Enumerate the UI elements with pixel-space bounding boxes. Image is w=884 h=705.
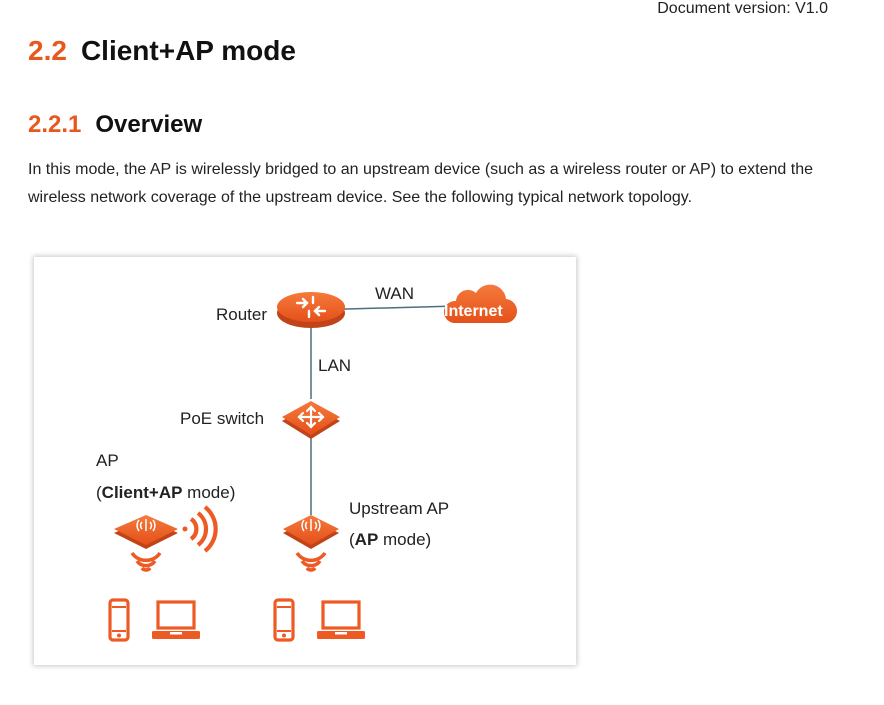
network-topology-diagram: Router WAN Internet LAN PoE switch AP (C… [96, 284, 518, 642]
client-ap-label: AP [96, 451, 119, 470]
upstream-laptop-icon [315, 600, 367, 641]
internet-cloud-icon [443, 284, 518, 324]
client-laptop-icon [150, 600, 202, 641]
section-title: Client+AP mode [80, 35, 296, 66]
upstream-phone-icon [273, 598, 295, 642]
upstream-ap-coverage-wireless-icon [295, 551, 327, 572]
client-phone-icon [108, 598, 130, 642]
poe-switch-icon [282, 401, 340, 439]
wan-label: WAN [375, 284, 414, 303]
subsection-number: 2.2.1 [28, 111, 82, 138]
upstream-ap-label: Upstream AP [349, 499, 449, 518]
upstream-ap-mode-label: (AP mode) [349, 530, 431, 549]
internet-label: Internet [444, 303, 503, 320]
poe-switch-label: PoE switch [180, 409, 264, 428]
client-ap-uplink-wireless-icon [182, 505, 218, 553]
subsection-title: Overview [95, 111, 203, 138]
document-version: Document version: V1.0 [657, 0, 828, 17]
section-heading: 2.2 Client+AP mode [28, 33, 296, 69]
client-ap-mode-label: (Client+AP mode) [96, 483, 235, 502]
lan-label: LAN [318, 356, 351, 375]
router-icon [277, 292, 345, 328]
intro-paragraph: In this mode, the AP is wirelessly bridg… [28, 161, 813, 206]
client-ap-icon [114, 515, 178, 549]
client-ap-coverage-wireless-icon [130, 551, 162, 572]
router-label: Router [216, 305, 267, 324]
network-topology-figure: Router WAN Internet LAN PoE switch AP (C… [34, 257, 576, 665]
section-number: 2.2 [28, 35, 67, 66]
upstream-ap-icon [283, 515, 339, 549]
subsection-heading: 2.2.1 Overview [28, 109, 202, 141]
